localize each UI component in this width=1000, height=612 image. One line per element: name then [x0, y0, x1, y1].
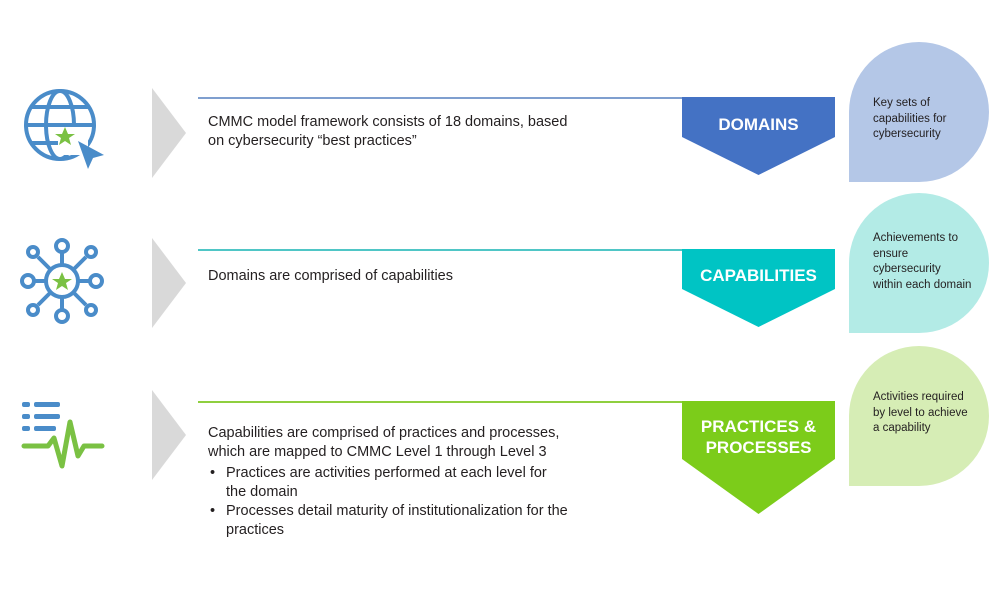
banner-title: PRACTICES & PROCESSES: [682, 416, 835, 458]
divider-line: [198, 401, 684, 403]
description-text: Domains are comprised of capabilities: [208, 268, 453, 284]
banner-title-line-1: PRACTICES &: [700, 417, 817, 436]
banner-practices-processes: PRACTICES & PROCESSES: [682, 401, 835, 514]
banner-capabilities: CAPABILITIES: [682, 249, 835, 327]
banner-shape: [682, 97, 835, 175]
banner-shape: [682, 401, 835, 514]
bubble-text: Activities required by level to achieve …: [873, 391, 968, 434]
row-description: Domains are comprised of capabilities: [208, 267, 568, 286]
network-hub-star-icon: [20, 238, 104, 324]
globe-cursor-star-icon: [24, 89, 104, 169]
chevron-right-icon: [152, 390, 186, 480]
banner-title: CAPABILITIES: [700, 266, 817, 285]
banner-title: DOMAINS: [718, 115, 799, 134]
bubble-domains: Key sets of capabilities for cybersecuri…: [849, 42, 989, 182]
list-pulse-icon: [21, 402, 105, 469]
banner-domains: DOMAINS: [682, 97, 835, 175]
banner-shape: [682, 249, 835, 327]
bullet-item: Processes detail maturity of institution…: [210, 502, 568, 540]
divider-line: [198, 249, 684, 251]
bubble-text: Key sets of capabilities for cybersecuri…: [873, 97, 947, 140]
divider-line: [198, 97, 684, 99]
chevron-right-icon: [152, 238, 186, 328]
row-description: Capabilities are comprised of practices …: [208, 424, 568, 540]
bubble-capabilities: Achievements to ensure cybersecurity wit…: [849, 193, 989, 333]
row-description: CMMC model framework consists of 18 doma…: [208, 113, 568, 151]
chevron-right-icon: [152, 88, 186, 178]
bubble-practices-processes: Activities required by level to achieve …: [849, 346, 989, 486]
banner-title-line-2: PROCESSES: [705, 438, 812, 457]
bubble-text: Achievements to ensure cybersecurity wit…: [873, 232, 972, 291]
bullet-item: Practices are activities performed at ea…: [210, 464, 568, 502]
description-text: CMMC model framework consists of 18 doma…: [208, 114, 568, 149]
bullet-list: Practices are activities performed at ea…: [208, 464, 568, 540]
description-text: Capabilities are comprised of practices …: [208, 425, 560, 460]
